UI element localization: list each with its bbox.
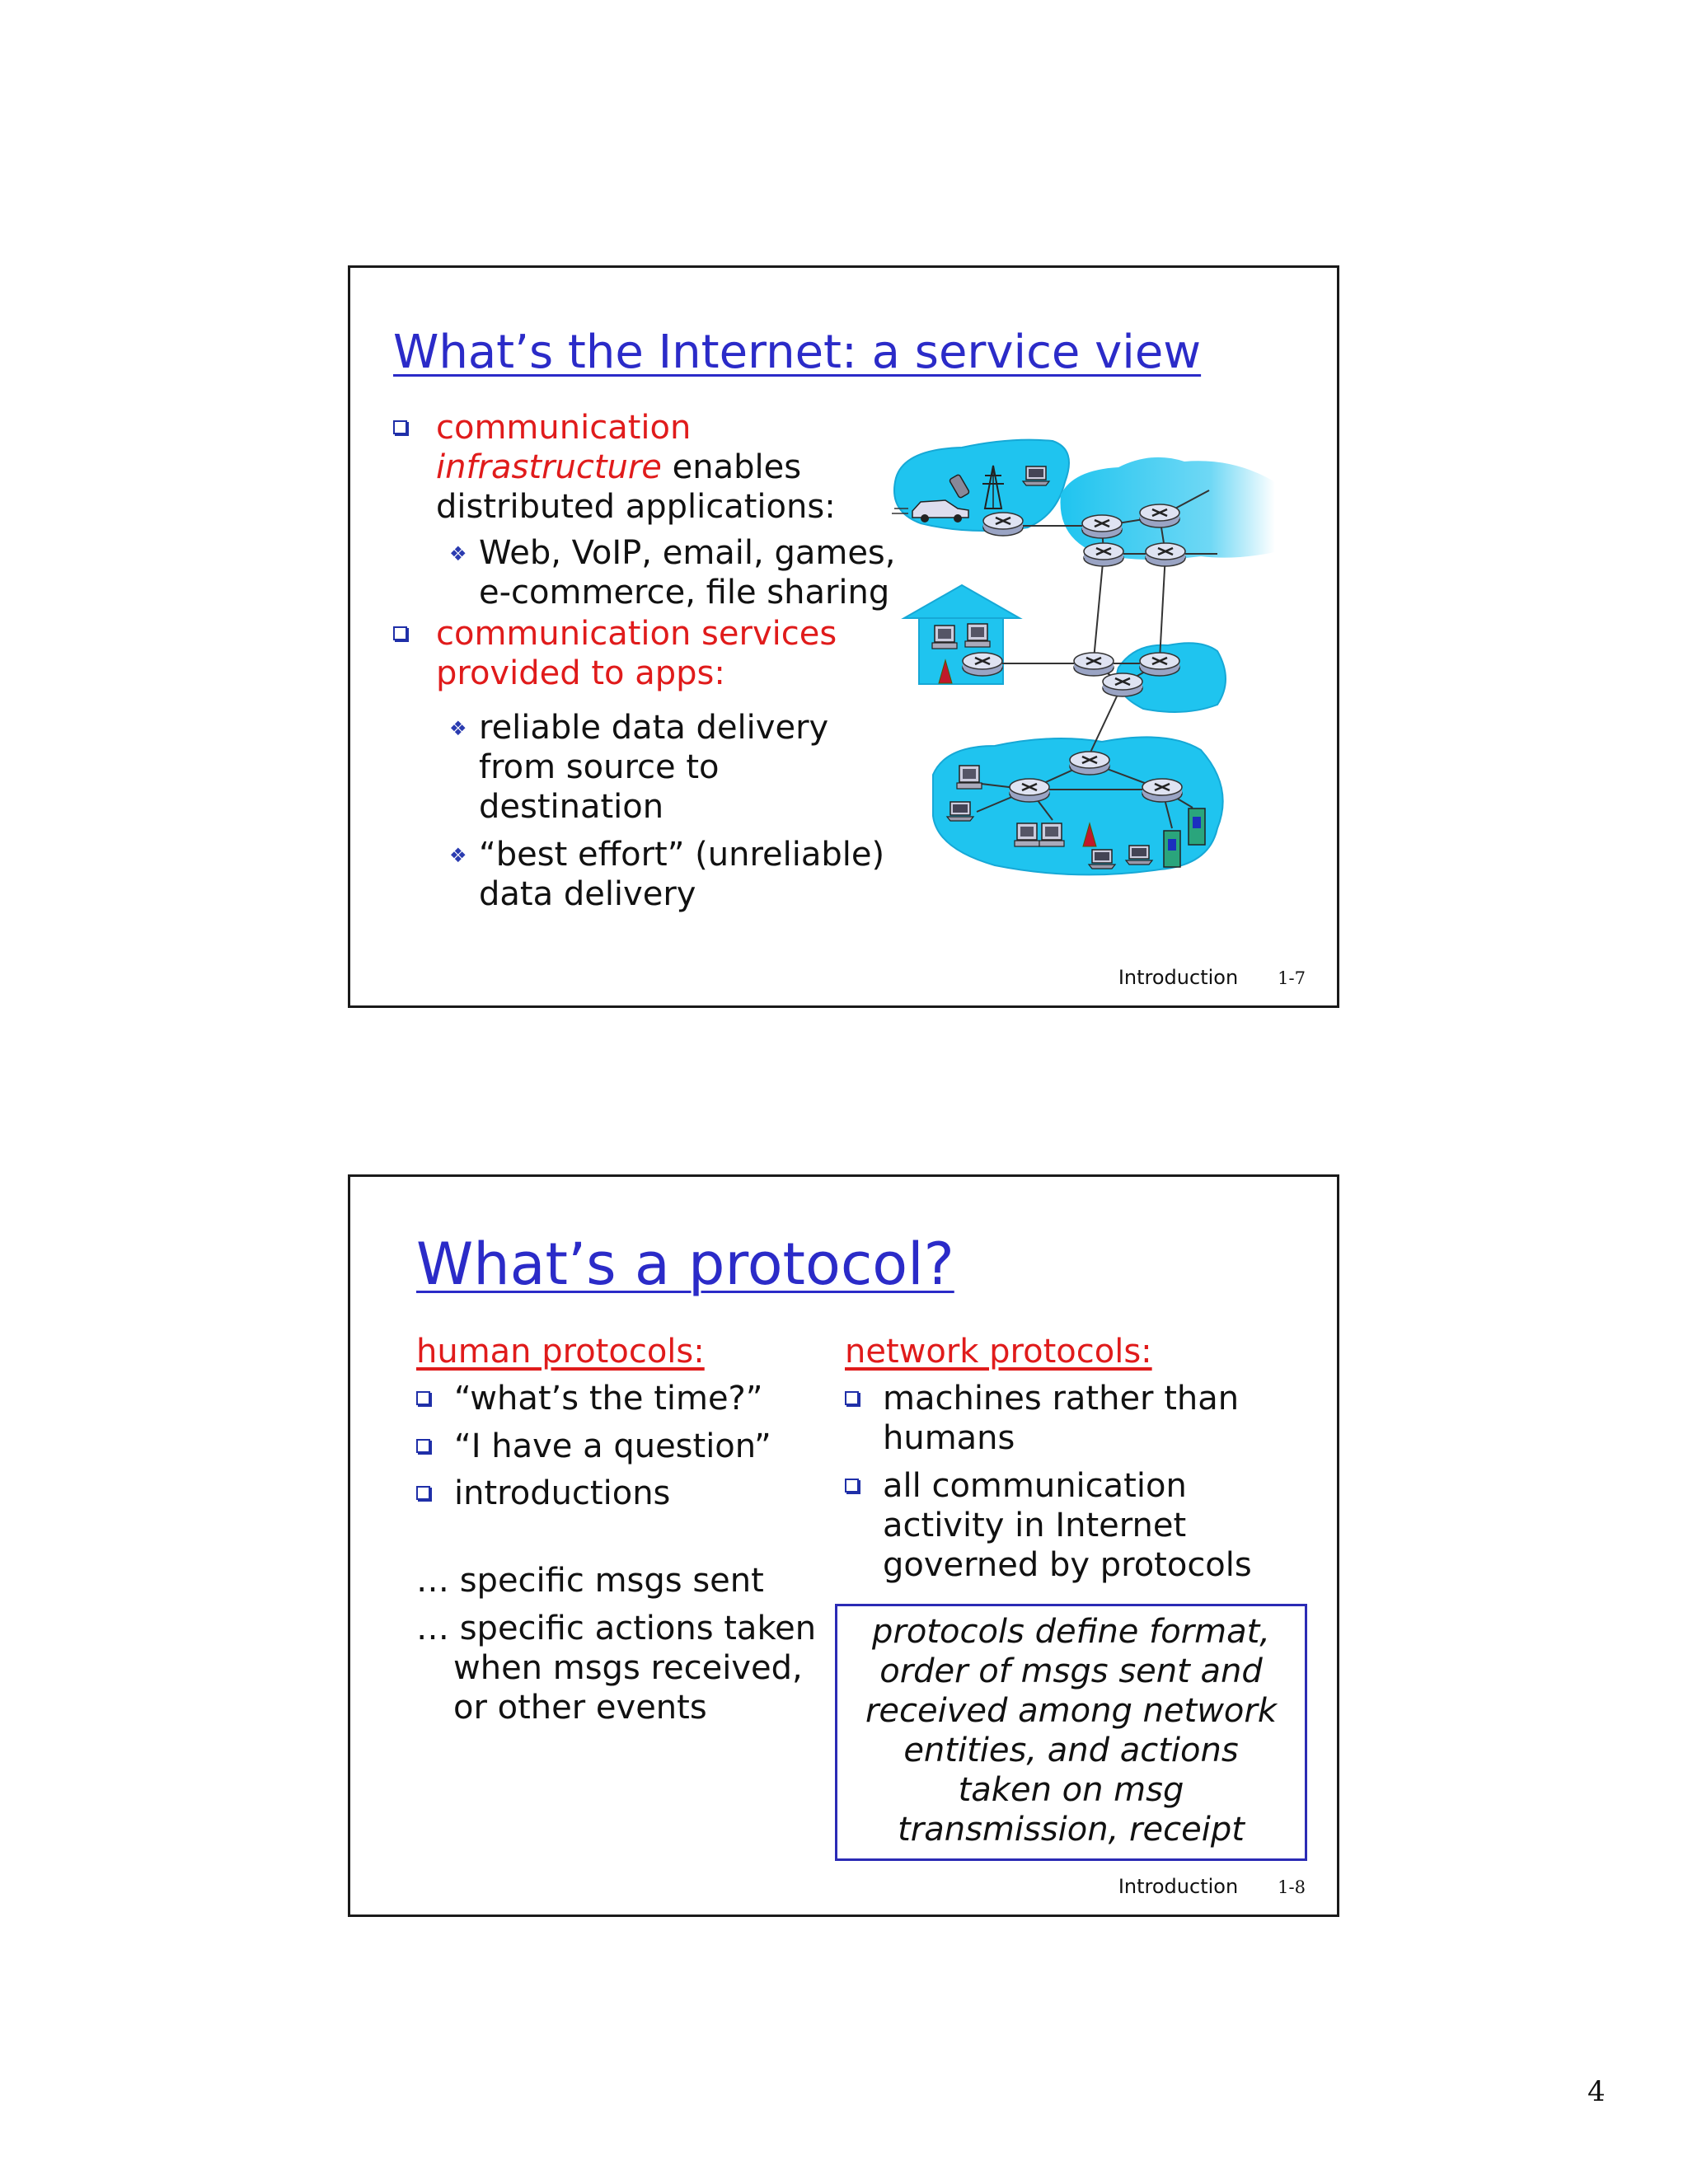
bullet-text: distributed applications:	[436, 488, 836, 526]
human-note: … specific actions taken when msgs recei…	[416, 1609, 816, 1727]
bullet-text: all communication	[883, 1467, 1187, 1505]
server-icon	[1163, 830, 1181, 868]
square-bullet-icon	[416, 1439, 430, 1453]
slide-number: 1-7	[1278, 968, 1306, 988]
note-line: when msgs received,	[453, 1649, 803, 1687]
router-icon	[1138, 651, 1181, 677]
router-icon	[1082, 541, 1125, 568]
note-line: or other events	[453, 1689, 707, 1727]
bullet-text: introductions	[454, 1474, 671, 1512]
plain-text: enables	[661, 448, 802, 486]
router-icon	[1008, 777, 1051, 804]
bullet-text: “what’s the time?”	[454, 1380, 763, 1418]
desktop-icon	[1039, 823, 1065, 847]
bullet-text: machines rather than	[883, 1380, 1240, 1418]
sub-bullet-text: reliable data delivery	[479, 709, 829, 747]
square-bullet-icon	[416, 1486, 430, 1500]
router-icon	[961, 651, 1004, 677]
home-network-roof	[901, 583, 1023, 619]
square-bullet-icon	[393, 420, 407, 434]
router-icon	[982, 511, 1025, 537]
laptop-icon	[1125, 845, 1153, 865]
definition-line: taken on msg	[958, 1771, 1184, 1809]
institutional-network-region	[932, 736, 1224, 876]
human-note: … specific msgs sent	[416, 1562, 764, 1600]
slide-footer: Introduction 1-7	[1118, 966, 1306, 989]
diamond-bullet-icon: ❖	[449, 542, 467, 565]
cell-tower-icon	[982, 465, 1004, 509]
router-icon	[1138, 503, 1181, 529]
router-icon	[1144, 541, 1187, 568]
bullet-text: communication services	[436, 615, 837, 653]
sub-bullet-text: Web, VoIP, email, games,	[479, 534, 896, 572]
square-bullet-icon	[393, 626, 407, 640]
footer-label: Introduction	[1118, 966, 1239, 989]
slide-title: What’s the Internet: a service view	[393, 326, 1202, 379]
slide-service-view: What’s the Internet: a service view comm…	[348, 265, 1339, 1008]
sub-bullet-text: data delivery	[479, 875, 696, 913]
definition-line: entities, and actions	[903, 1732, 1239, 1769]
sub-bullet-text: destination	[479, 788, 664, 826]
bullet-text: infrastructure enables	[436, 448, 836, 487]
definition-line: order of msgs sent and	[879, 1652, 1263, 1690]
square-bullet-icon	[845, 1391, 859, 1405]
slide-protocol: What’s a protocol? human protocols: “wha…	[348, 1174, 1339, 1917]
router-icon	[1068, 750, 1111, 776]
footer-label: Introduction	[1118, 1875, 1239, 1898]
slide-number: 1-8	[1278, 1877, 1306, 1897]
car-icon	[892, 499, 969, 523]
diamond-bullet-icon: ❖	[449, 844, 467, 867]
sub-bullet-text: from source to	[479, 748, 720, 786]
laptop-icon	[1088, 849, 1116, 869]
page-number: 4	[1587, 2075, 1606, 2108]
internet-network-diagram	[892, 438, 1275, 876]
emphasis-text: infrastructure	[436, 448, 662, 486]
server-icon	[1188, 808, 1206, 846]
desktop-icon	[956, 765, 982, 790]
definition-line: transmission, receipt	[898, 1811, 1245, 1849]
desktop-icon	[931, 625, 958, 649]
bullet-text: activity in Internet	[883, 1507, 1187, 1544]
sub-bullet-text: “best effort” (unreliable)	[479, 836, 885, 874]
diamond-bullet-icon: ❖	[449, 717, 467, 740]
definition-line: received among network	[865, 1692, 1277, 1730]
bullet-text: provided to apps:	[436, 654, 725, 692]
network-protocols-heading: network protocols:	[845, 1333, 1152, 1371]
desktop-icon	[1014, 823, 1040, 847]
bullet-text: governed by protocols	[883, 1546, 1252, 1584]
desktop-icon	[964, 623, 991, 648]
note-line: … specific actions taken	[416, 1610, 817, 1647]
bullet-text: communication	[436, 409, 692, 447]
router-icon	[1141, 777, 1184, 804]
definition-line: protocols define format,	[872, 1613, 1270, 1651]
router-icon	[1081, 513, 1123, 540]
bullet-text: “I have a question”	[454, 1427, 771, 1465]
sub-bullet-text: e-commerce, file sharing	[479, 574, 890, 612]
laptop-icon	[1022, 466, 1050, 486]
bullet-text: humans	[883, 1419, 1015, 1457]
square-bullet-icon	[416, 1391, 430, 1405]
laptop-icon	[946, 801, 974, 822]
slide-footer: Introduction 1-8	[1118, 1875, 1306, 1898]
router-icon	[1101, 672, 1144, 698]
router-icon	[1072, 651, 1115, 677]
square-bullet-icon	[845, 1479, 859, 1493]
cell-phone-icon	[949, 474, 970, 499]
slide-title: What’s a protocol?	[416, 1230, 954, 1298]
human-protocols-heading: human protocols:	[416, 1333, 705, 1371]
protocol-definition-box: protocols define format, order of msgs s…	[835, 1604, 1307, 1861]
